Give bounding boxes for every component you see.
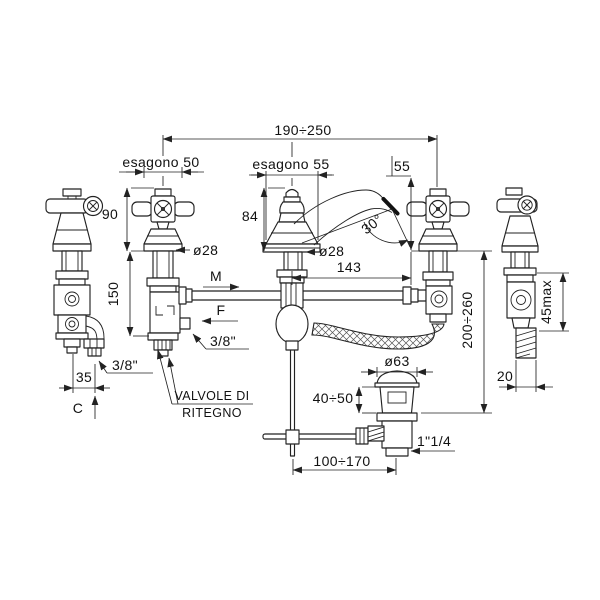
ribbed-collar — [280, 282, 304, 309]
dimension-lines — [59, 135, 569, 475]
braided-hose — [311, 322, 445, 350]
drain-body — [381, 420, 413, 449]
dimension-labels: 190÷250 esagono 50 esagono 55 55 90 84 ø… — [73, 122, 554, 469]
spout-assembly — [262, 188, 400, 457]
popup-lever — [262, 433, 361, 440]
dim-tip-height: 55 — [394, 158, 410, 174]
drain-assembly — [367, 370, 420, 457]
handle-arm-right — [448, 201, 470, 217]
rigid-pipe-left — [191, 290, 283, 301]
handle-bell — [501, 215, 539, 247]
handle-arm-left — [406, 201, 428, 217]
dim-spout-reach: 143 — [337, 259, 362, 275]
handle-arm-left — [131, 201, 153, 217]
spout-tube-bottom — [313, 207, 393, 246]
dim-drain-adjust: 40÷50 — [313, 390, 354, 406]
dim-dia28-center: ø28 — [319, 243, 344, 259]
left-valve-front-view — [131, 188, 195, 357]
mixer-body — [275, 304, 309, 344]
spout-tube-top — [293, 189, 386, 225]
label-inlet-c: C — [73, 400, 84, 416]
lever-clamp — [285, 429, 300, 445]
dim-rod-span: 100÷170 — [313, 453, 370, 469]
spout-finial — [285, 188, 299, 198]
label-flow-f: F — [217, 302, 226, 318]
dim-hex-center: esagono 55 — [252, 156, 329, 172]
dim-drain-thread: 1"1/4 — [417, 433, 451, 449]
handle-bell — [418, 228, 458, 245]
dim-under-counter: 150 — [105, 282, 121, 307]
drain-cap — [376, 370, 418, 385]
handle-bell — [52, 212, 92, 245]
dim-dia28-left: ø28 — [193, 242, 218, 258]
dim-offset-left: 35 — [76, 369, 92, 385]
right-valve-front-view — [406, 188, 470, 323]
handle-arm — [45, 198, 89, 214]
check-valve-tail — [153, 339, 173, 351]
valve-body — [53, 284, 91, 316]
dim-pipe-width: 20 — [497, 368, 513, 384]
valve-body — [425, 285, 453, 315]
dim-overall-height: 200÷260 — [459, 291, 475, 348]
dim-conn-left: 3/8" — [112, 357, 138, 373]
handle-arm-right — [173, 201, 195, 217]
dim-deck-max: 45max — [538, 280, 554, 324]
drain-outlet-thread — [385, 447, 409, 457]
cold-port — [179, 317, 191, 330]
threaded-shank — [515, 327, 537, 359]
supply-pipes — [191, 286, 427, 305]
dim-drain-dia: ø63 — [384, 353, 409, 369]
rigid-pipe-right — [302, 290, 404, 301]
left-valve-side-view — [45, 188, 105, 357]
label-flow-m: M — [210, 268, 222, 284]
dim-spout-height: 84 — [242, 208, 258, 224]
aerator-face — [381, 197, 400, 216]
right-valve-side-view — [496, 187, 539, 359]
dim-conn-center: 3/8" — [210, 333, 236, 349]
valve-body — [149, 291, 181, 334]
label-check-valves-2: RITEGNO — [182, 406, 242, 420]
dim-hex-left: esagono 50 — [122, 154, 199, 170]
dim-handle-height: 90 — [102, 206, 118, 222]
label-check-valves-1: VALVOLE DI — [174, 389, 249, 403]
elbow-nut — [83, 338, 105, 349]
dim-overall-width: 190÷250 — [274, 122, 331, 138]
dim-spout-angle: 30° — [358, 211, 385, 237]
handle-bell — [143, 228, 183, 245]
